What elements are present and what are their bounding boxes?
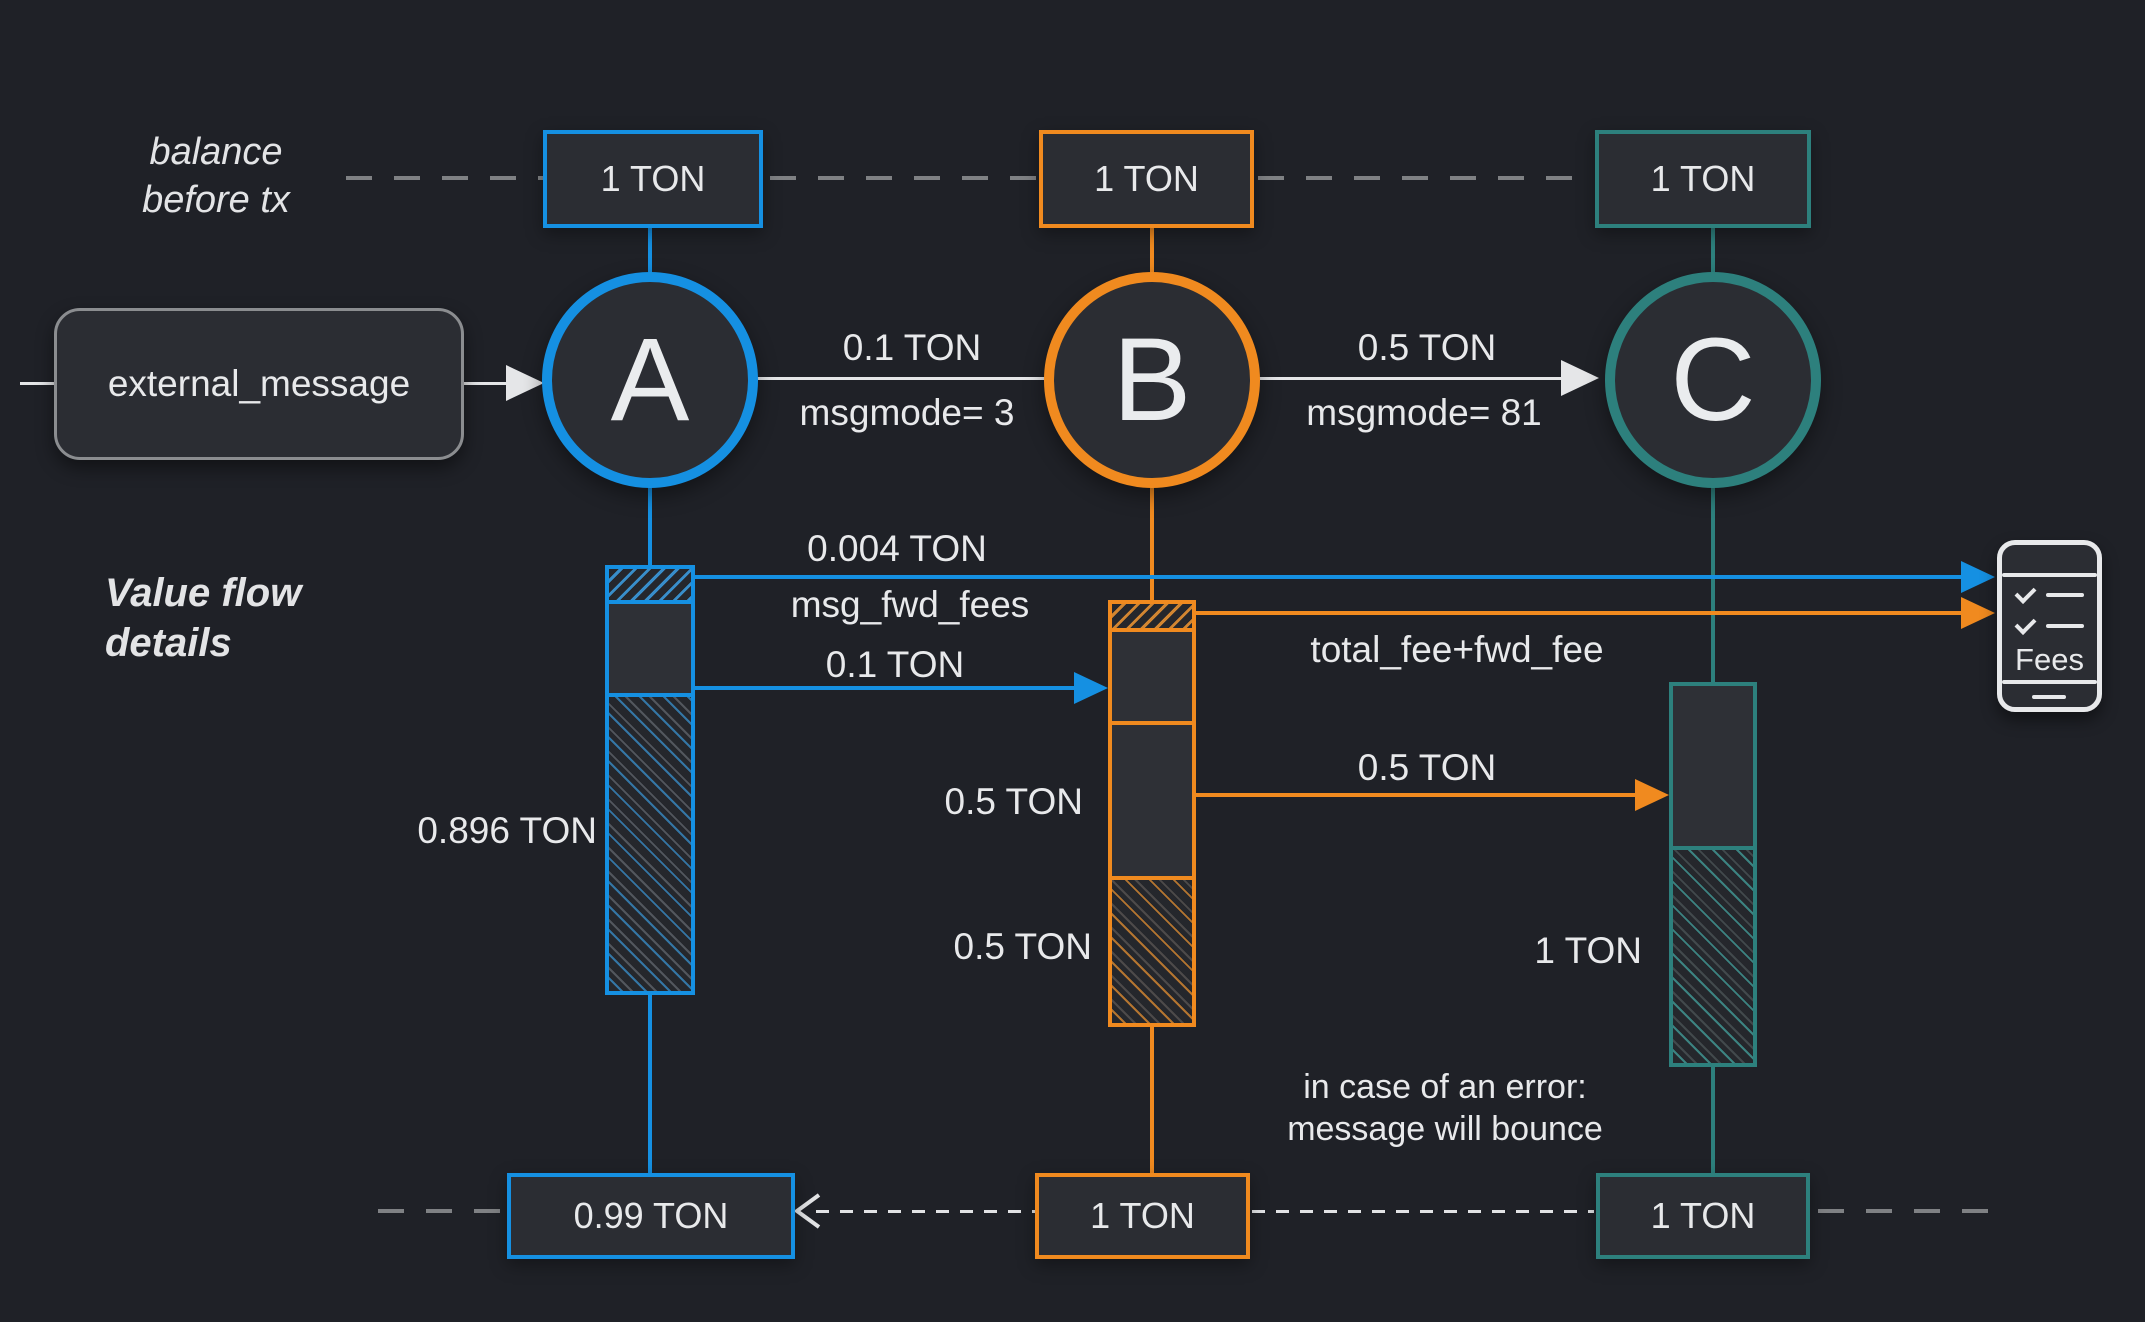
message-arrowhead-b-c-icon [1561,360,1599,396]
top-dashed-line-left [346,176,543,180]
top-dashed-line-mid2 [1258,176,1593,180]
value-flow-details-line1: Value flow [105,571,302,615]
external-arrow-line [464,382,508,385]
bottom-dashed-line-left [378,1209,504,1213]
node-b: B [1044,272,1260,488]
external-arrowhead-icon [506,365,544,401]
transfer-b-c-arrowhead-icon [1635,779,1669,811]
balance-before-a: 1 TON [543,130,763,228]
fees-phone-icon: Fees [1997,540,2102,712]
balance-after-b-value: 1 TON [1090,1195,1195,1236]
balance-before-a-value: 1 TON [600,158,706,199]
c-received-label: 1 TON [1534,930,1642,971]
top-dashed-line-mid1 [770,176,1037,180]
external-message-label: external_message [107,363,411,404]
balance-after-b: 1 TON [1035,1173,1250,1259]
bar-c-value-segment [1669,846,1757,1067]
balance-before-tx-line1: balance [149,131,283,173]
connector-a-top [648,228,652,274]
bar-c-received-segment [1669,682,1757,850]
check-row1-line [2046,593,2084,597]
error-note-line2: message will bounce [1287,1110,1603,1148]
connector-b-mid [1150,486,1154,602]
balance-before-b-value: 1 TON [1094,158,1199,199]
bar-b-received-segment [1108,628,1196,725]
bar-a-remainder-segment [605,693,695,995]
balance-before-tx-label: balance before tx [142,128,290,224]
balance-before-tx-line2: before tx [142,179,290,221]
connector-c-mid [1711,486,1715,684]
phone-screen-divider [2002,680,2097,684]
node-c: C [1605,272,1821,488]
msg-a-b-mode: msgmode= 3 [799,392,1015,433]
node-a: A [542,272,758,488]
connector-c-top [1711,228,1715,274]
external-message-box: external_message [54,308,464,460]
msg-b-c-amount: 0.5 TON [1357,327,1497,368]
balance-before-b: 1 TON [1039,130,1254,228]
connector-a-bottom [648,995,652,1173]
balance-after-a-value: 0.99 TON [573,1195,729,1236]
value-flow-details-line2: details [105,621,232,665]
error-note-line1: in case of an error: [1303,1068,1587,1106]
fwd-fee-flow-line [693,575,1963,579]
bottom-dashed-line-mid [1252,1210,1594,1213]
checkmark-icon [2014,582,2037,604]
balance-after-c-value: 1 TON [1650,1195,1756,1236]
check-row2-line [2046,624,2084,628]
total-fee-arrowhead-icon [1961,597,1995,629]
total-fee-name-label: total_fee+fwd_fee [1310,629,1604,670]
connector-b-bottom [1150,1025,1154,1173]
bar-b-bounce-segment [1108,876,1196,1027]
transfer-a-b-arrowhead-icon [1074,672,1108,704]
b-bounce-label: 0.5 TON [953,926,1092,967]
balance-after-c: 1 TON [1596,1173,1810,1259]
msg-a-b-amount: 0.1 TON [842,327,982,368]
node-b-label: B [1112,314,1192,446]
b-send-label: 0.5 TON [944,781,1083,822]
msg-b-c-mode: msgmode= 81 [1306,392,1542,433]
connector-b-top [1150,228,1154,274]
value-flow-details-label: Value flow details [105,568,301,668]
phone-home-line [2032,695,2066,699]
fwd-fee-name-label: msg_fwd_fees [790,584,1030,625]
bar-a-send-segment [605,600,695,697]
total-fee-flow-line [1194,611,1963,615]
message-line-b-c [1258,377,1563,380]
transfer-a-b-flow-line [693,686,1074,690]
transfer-b-c-flow-line [1194,793,1635,797]
balance-before-c-value: 1 TON [1650,158,1756,199]
error-note: in case of an error: message will bounce [1287,1066,1603,1150]
fwd-fee-arrowhead-icon [1961,561,1995,593]
bounce-dashed-line [816,1210,1035,1213]
bar-b-fee-segment [1108,600,1196,632]
connector-c-bottom [1711,1065,1715,1173]
node-c-label: C [1670,314,1756,446]
message-line-a-b [757,377,1047,380]
a-remainder-label: 0.896 TON [417,810,597,851]
bottom-dashed-line-right [1818,1209,2000,1213]
bar-a-fee-segment [605,565,695,604]
bounce-arrowhead-icon [793,1193,821,1229]
fees-icon-label: Fees [2015,642,2084,677]
phone-top-line [2002,573,2097,577]
node-a-label: A [610,314,690,446]
external-stub-line [20,382,54,385]
bar-b-send-segment [1108,721,1196,880]
transfer-b-c-amount-label: 0.5 TON [1357,747,1497,788]
balance-before-c: 1 TON [1595,130,1811,228]
connector-a-mid [648,486,652,566]
balance-after-a: 0.99 TON [507,1173,795,1259]
transfer-a-b-amount-label: 0.1 TON [825,644,965,685]
checkmark-icon [2014,613,2037,635]
fwd-fee-amount-label: 0.004 TON [807,528,987,569]
